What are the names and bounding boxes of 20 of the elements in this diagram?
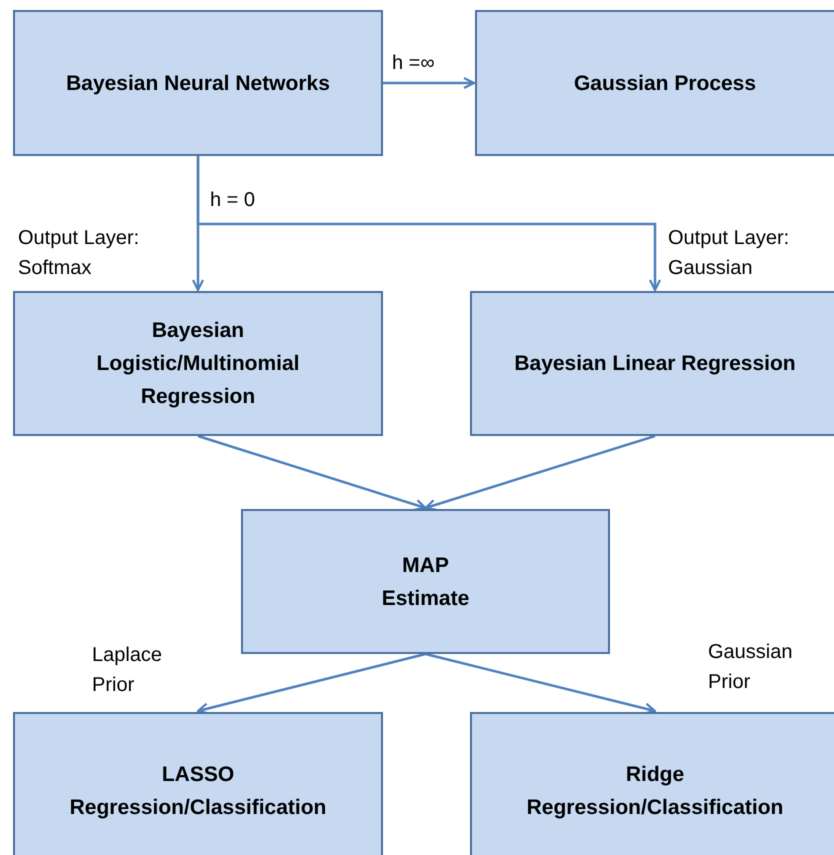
arrow [425,652,656,715]
box-label: MAP Estimate [380,552,470,612]
box-label: Gaussian Process [574,70,756,96]
process-box [13,712,383,855]
process-box [470,712,834,855]
arrow [196,156,662,292]
box-label: Bayesian Logistic/Multinomial Regression [96,318,300,410]
arrow [198,434,427,511]
box-label: Ridge Regression/Classification [526,762,784,821]
box-label: LASSO Regression/Classification [68,762,328,821]
process-box [13,10,383,156]
process-box [13,291,383,436]
box-label: Bayesian Linear Regression [514,351,796,377]
arrow [383,76,476,90]
box-label: Bayesian Neural Networks [66,70,330,96]
arrow [424,434,656,511]
process-box [470,291,834,436]
process-box [241,509,610,654]
arrow [196,652,426,715]
process-box [475,10,834,156]
